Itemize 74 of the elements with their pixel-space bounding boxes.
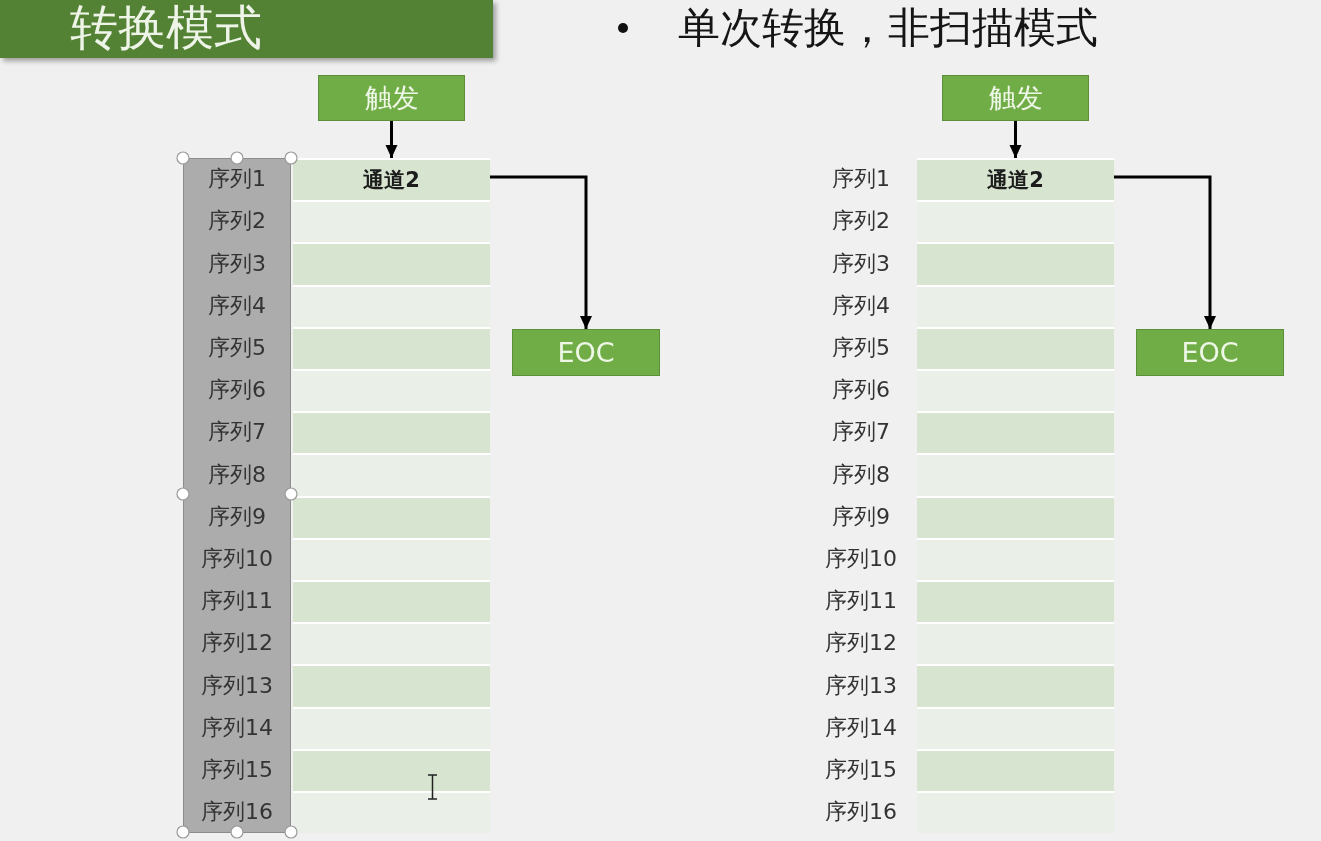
- row-label: 序列2: [208, 207, 266, 236]
- table-cell: [293, 495, 490, 538]
- row-label: 序列10: [201, 544, 273, 573]
- trigger-box: 触发: [318, 75, 465, 121]
- row-label: 序列7: [832, 418, 890, 447]
- row-label: 序列6: [208, 376, 266, 405]
- row-label: 序列2: [832, 207, 890, 236]
- table-cell: [293, 369, 490, 412]
- table-cell: [917, 537, 1114, 580]
- table-cell: [293, 622, 490, 665]
- table-cell: [293, 242, 490, 285]
- row-label: 序列5: [832, 333, 890, 362]
- table-cell: [917, 369, 1114, 412]
- row-label: 序列12: [825, 629, 897, 658]
- table-cell: [293, 791, 490, 834]
- row-label: 序列3: [208, 249, 266, 278]
- arrow: [385, 121, 398, 158]
- title-banner: 转换模式: [0, 0, 493, 58]
- row-label: 序列16: [825, 798, 897, 827]
- row-label: 序列5: [208, 333, 266, 362]
- row-label: 序列15: [201, 755, 273, 784]
- row-label: 序列6: [832, 376, 890, 405]
- table-cell: [917, 791, 1114, 834]
- row-label: 序列11: [201, 587, 273, 616]
- row-label: 序列8: [208, 460, 266, 489]
- table-cell: [917, 580, 1114, 623]
- row-label: 序列13: [825, 671, 897, 700]
- table-cell: [293, 284, 490, 327]
- row-label: 序列1: [832, 165, 890, 194]
- row-label: 序列3: [832, 249, 890, 278]
- table-cell: [293, 326, 490, 369]
- row-label: 序列9: [208, 502, 266, 531]
- table-cell: [917, 284, 1114, 327]
- row-label: 序列15: [825, 755, 897, 784]
- table-cell: [293, 200, 490, 243]
- bullet-text: 单次转换，非扫描模式: [678, 2, 1098, 54]
- row-label: 序列1: [208, 165, 266, 194]
- eoc-box: EOC: [1136, 329, 1284, 376]
- table-cell: [917, 495, 1114, 538]
- row-label: 序列13: [201, 671, 273, 700]
- table-cell: [917, 706, 1114, 749]
- row-label: 序列10: [825, 544, 897, 573]
- row-label: 序列4: [208, 291, 266, 320]
- table-cell: [917, 622, 1114, 665]
- arrow: [490, 175, 592, 329]
- row-label: 序列12: [201, 629, 273, 658]
- row-label: 序列7: [208, 418, 266, 447]
- table-cell: [917, 242, 1114, 285]
- table-cell: [293, 748, 490, 791]
- table-cell: [293, 411, 490, 454]
- table-cell: [293, 453, 490, 496]
- row-label: 序列16: [201, 798, 273, 827]
- table-cell: [293, 580, 490, 623]
- table-cell: [917, 326, 1114, 369]
- table-cell: [917, 200, 1114, 243]
- trigger-box: 触发: [942, 75, 1089, 121]
- table-cell: [917, 748, 1114, 791]
- row-label: 序列11: [825, 587, 897, 616]
- row-label: 序列4: [832, 291, 890, 320]
- table-cell: [917, 453, 1114, 496]
- row-label: 序列9: [832, 502, 890, 531]
- row-label: 序列14: [825, 713, 897, 742]
- table-cell: [293, 664, 490, 707]
- table-cell: [917, 411, 1114, 454]
- row-label: 序列8: [832, 460, 890, 489]
- arrow: [1009, 121, 1022, 158]
- table-cell: [293, 537, 490, 580]
- table-cell: [293, 706, 490, 749]
- eoc-box: EOC: [512, 329, 660, 376]
- table-cell: [917, 664, 1114, 707]
- table-cell: 通道2: [917, 158, 1114, 201]
- arrow: [1114, 175, 1216, 329]
- table-cell: 通道2: [293, 158, 490, 201]
- row-label: 序列14: [201, 713, 273, 742]
